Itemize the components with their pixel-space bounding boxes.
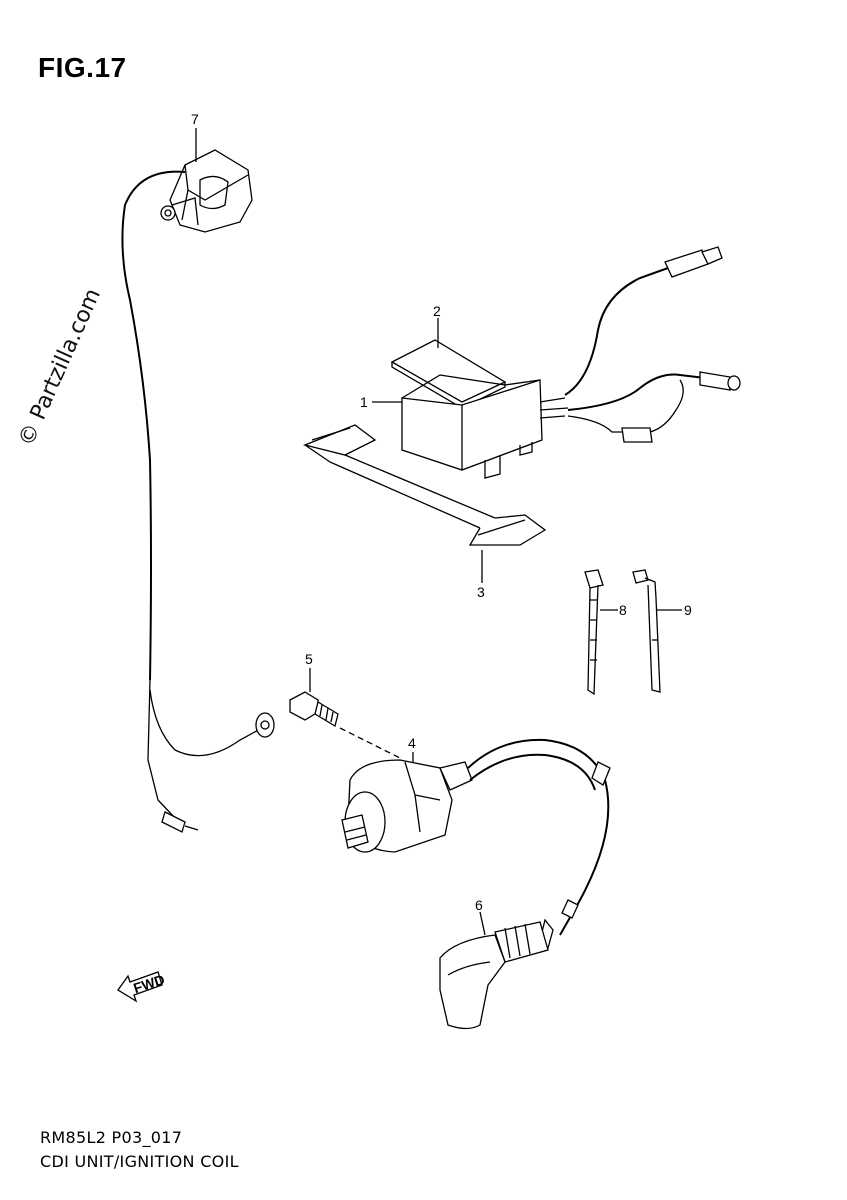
cdi-unit-part-1[interactable]	[401, 246, 741, 479]
leader-lines	[195, 128, 682, 936]
spark-plug-cap-part-6[interactable]	[439, 918, 554, 1030]
forward-arrow: FWD	[117, 971, 167, 1003]
strap-part-3[interactable]	[302, 424, 547, 546]
part-label-2: 2	[433, 303, 441, 319]
part-label-6: 6	[475, 897, 483, 913]
part-label-1: 1	[360, 394, 368, 410]
figure-title: FIG.17	[38, 52, 127, 83]
part-label-3: 3	[477, 584, 485, 600]
part-label-8: 8	[619, 602, 627, 618]
footer-title: CDI UNIT/IGNITION COIL	[40, 1152, 239, 1171]
footer-code: RM85L2 P03_017	[40, 1128, 183, 1147]
clamp-part-9[interactable]	[632, 569, 661, 693]
cable-tie-part-8[interactable]	[584, 569, 604, 696]
ignition-coil-part-4[interactable]	[341, 738, 611, 936]
forward-arrow-label: FWD	[131, 971, 166, 996]
part-label-4: 4	[408, 735, 416, 751]
part-label-9: 9	[684, 602, 692, 618]
part-label-5: 5	[305, 651, 313, 667]
bolt-part-5[interactable]	[289, 691, 401, 759]
pickup-coil-part-7[interactable]	[121, 149, 275, 833]
part-label-7: 7	[191, 111, 199, 127]
